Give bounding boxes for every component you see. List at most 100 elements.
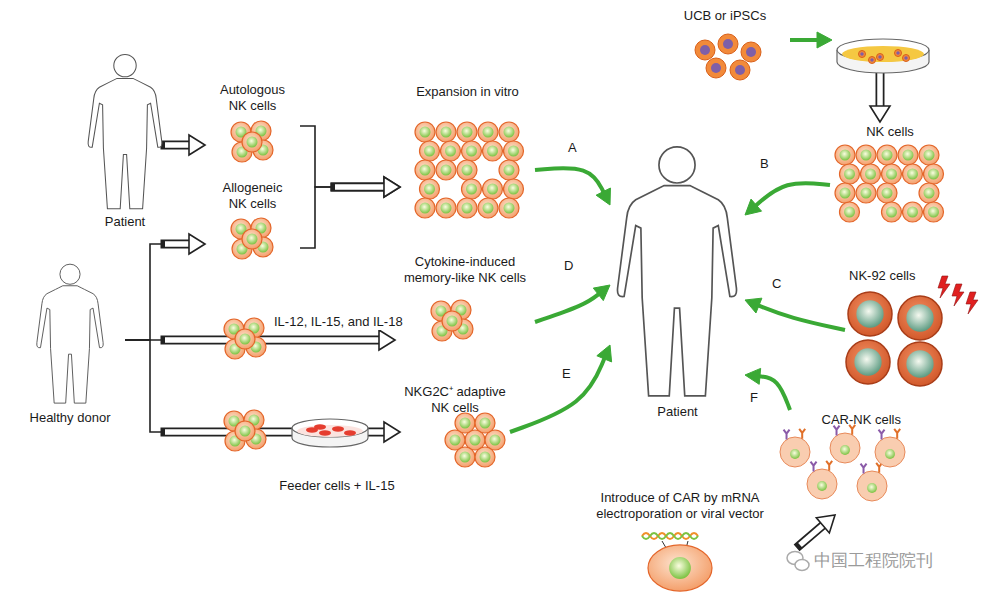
arrow-head <box>189 234 205 254</box>
arrow-head <box>817 32 832 48</box>
nk-cell <box>457 122 477 142</box>
arrow-head <box>597 345 612 362</box>
cell-nucleus <box>844 169 855 180</box>
car-receptor <box>811 462 817 472</box>
cell-nucleus <box>462 203 473 214</box>
cell-nucleus <box>844 207 855 218</box>
cell-nucleus <box>867 483 877 493</box>
bracket-line <box>300 126 335 187</box>
cell-nucleus <box>466 146 477 157</box>
diagram-node: Expansion in vitro <box>400 82 535 228</box>
cell-nucleus <box>450 435 461 446</box>
nk-cell <box>499 122 519 142</box>
cell-membrane <box>898 342 942 386</box>
nk-cell <box>235 421 255 441</box>
nk-cell <box>903 202 923 222</box>
nk-cell <box>436 122 456 142</box>
cell-membrane <box>499 122 519 142</box>
cell-membrane <box>859 51 866 58</box>
ucb-cell <box>869 57 876 64</box>
cell-nucleus <box>487 184 498 195</box>
cell-membrane <box>924 164 944 184</box>
cell-nucleus <box>480 418 491 429</box>
feeder-dish <box>292 419 368 447</box>
hollow-arrow-outline <box>165 336 381 345</box>
hollow-arrow-outline <box>335 183 386 192</box>
nk-cell <box>919 183 939 203</box>
green-arrow <box>755 183 830 206</box>
cell-nucleus <box>480 452 491 463</box>
connector <box>300 177 400 248</box>
cell-membrane <box>730 60 750 80</box>
connector <box>745 183 830 215</box>
nk-cell <box>856 145 876 165</box>
connector <box>535 285 610 322</box>
nk-cell <box>415 198 435 218</box>
nk-cell <box>835 145 855 165</box>
cell-nucleus <box>723 39 733 49</box>
nk-cell <box>882 164 902 184</box>
green-arrow <box>757 305 845 330</box>
cell-nucleus <box>483 203 494 214</box>
diagram-node: NK-92 cells <box>845 266 970 390</box>
connector <box>535 168 610 205</box>
cell-nucleus <box>441 165 452 176</box>
arrow-head <box>870 106 890 122</box>
nk-cell <box>436 198 456 218</box>
nk-cell <box>504 179 524 199</box>
cell-nucleus <box>878 55 882 59</box>
cell-nucleus <box>870 58 874 62</box>
nk-cell <box>415 160 435 180</box>
cell-nucleus <box>790 449 800 459</box>
node-label: UCB or iPSCs <box>684 8 766 24</box>
nk-cell <box>455 447 475 467</box>
cell-membrane <box>504 141 524 161</box>
cell-membrane <box>741 42 761 62</box>
diagram-node: Healthy donor <box>15 258 125 428</box>
cytokine-label: IL-12, IL-15, and IL-18 <box>272 314 405 330</box>
cell-membrane <box>882 164 902 184</box>
nk-cell <box>475 413 495 433</box>
cell-membrane <box>877 54 884 61</box>
cell-nucleus <box>420 165 431 176</box>
cell-membrane <box>457 122 477 142</box>
nk-cell <box>442 311 462 331</box>
nk-cell <box>457 198 477 218</box>
nk-cell <box>483 179 503 199</box>
hollow-arrow-outline <box>335 183 386 192</box>
hollow-arrow-fill <box>335 184 386 190</box>
nk-cell <box>840 164 860 184</box>
green-arrow <box>535 168 604 193</box>
hollow-arrow-fill <box>800 524 824 545</box>
nk-cell <box>478 198 498 218</box>
nk-cell <box>835 183 855 203</box>
connector <box>125 234 205 340</box>
hollow-arrow-outline <box>165 240 191 249</box>
cell-membrane <box>475 447 495 467</box>
route-letter: E <box>560 366 573 382</box>
ucb-cell <box>730 60 750 80</box>
cell-nucleus <box>928 169 939 180</box>
feeder-cell <box>332 426 344 431</box>
route-letter: B <box>758 156 771 172</box>
hollow-arrow-fill <box>165 241 191 247</box>
cell-nucleus <box>462 127 473 138</box>
bracket-line <box>125 340 165 432</box>
cell-membrane <box>869 57 876 64</box>
nk-cell <box>877 183 897 203</box>
ucb-cell <box>895 50 902 57</box>
arrow-head <box>384 177 400 197</box>
node-label: Cytokine-induced memory-like NK cells <box>399 254 531 286</box>
nk-cell <box>483 141 503 161</box>
nk-cell <box>242 132 262 152</box>
cell-nucleus <box>907 169 918 180</box>
cell-membrane <box>499 160 519 180</box>
cell-nucleus <box>247 234 258 245</box>
feeder-cell <box>319 430 331 435</box>
diagram-node: UCB or iPSCs <box>660 6 790 86</box>
ucb-cell <box>695 40 715 60</box>
route-letter: C <box>770 276 783 292</box>
cell-nucleus <box>424 146 435 157</box>
node-label: Patient <box>657 404 697 420</box>
nk-cell <box>861 164 881 184</box>
